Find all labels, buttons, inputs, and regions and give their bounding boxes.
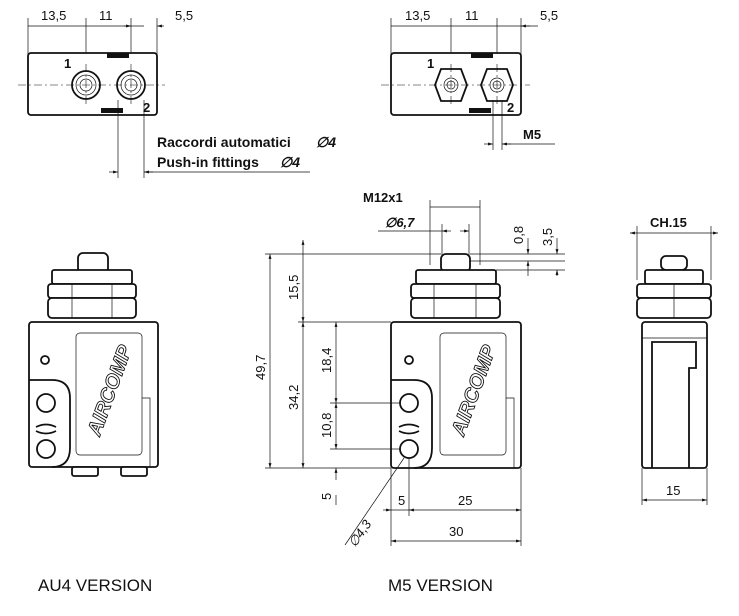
dim-11: 11: [99, 8, 113, 23]
top-view-au4: 13,5 11 5,5 1 2 Raccordi automatici: [18, 8, 336, 178]
m5-port-1: [434, 64, 468, 106]
port-label-2: 2: [143, 100, 150, 115]
dim-30: 30: [449, 524, 463, 539]
dim-15: 15: [666, 483, 680, 498]
dim-5-vertical: 5: [319, 493, 334, 500]
dim-5-horizontal: 5: [398, 493, 405, 508]
port-label-2: 2: [507, 100, 514, 115]
note-dia-en: ∅4: [280, 154, 300, 170]
wrench-size-label: CH.15: [650, 215, 687, 230]
dim-34-2: 34,2: [286, 385, 301, 410]
caption-au4: AU4 VERSION: [38, 576, 152, 595]
dim-11: 11: [465, 8, 479, 23]
dim-13-5: 13,5: [41, 8, 66, 23]
dim-10-8: 10,8: [319, 413, 334, 438]
dim-5-5: 5,5: [175, 8, 193, 23]
note-fittings-en: Push-in fittings: [157, 154, 259, 170]
dim-15-5: 15,5: [286, 275, 301, 300]
hole-dia-label: ∅4,3: [345, 516, 375, 549]
fitting-port-1: [71, 64, 101, 106]
front-view-m5: M12x1 ∅6,7 AIRCOMP: [253, 190, 565, 550]
port-label-1: 1: [427, 56, 434, 71]
m5-port-2: [480, 64, 514, 106]
dim-49-7: 49,7: [253, 355, 268, 380]
dim-25: 25: [458, 493, 472, 508]
top-view-m5: 13,5 11 5,5 1 2 M5: [381, 8, 558, 150]
dim-18-4: 18,4: [319, 348, 334, 373]
front-view-au4: AIRCOMP: [28, 252, 159, 477]
side-view: CH.15 15: [630, 215, 718, 505]
plunger-dia-label: ∅6,7: [385, 215, 415, 230]
dim-3-5: 3,5: [540, 228, 555, 246]
dim-0-8: 0,8: [511, 226, 526, 244]
port-label-1: 1: [64, 56, 71, 71]
m12-thread-label: M12x1: [363, 190, 403, 205]
fitting-port-2: [116, 64, 146, 106]
m5-thread-label: M5: [523, 127, 541, 142]
caption-m5: M5 VERSION: [388, 576, 493, 595]
note-fittings-it: Raccordi automatici: [157, 134, 291, 150]
dim-5-5: 5,5: [540, 8, 558, 23]
note-dia-it: ∅4: [316, 134, 336, 150]
dim-13-5: 13,5: [405, 8, 430, 23]
